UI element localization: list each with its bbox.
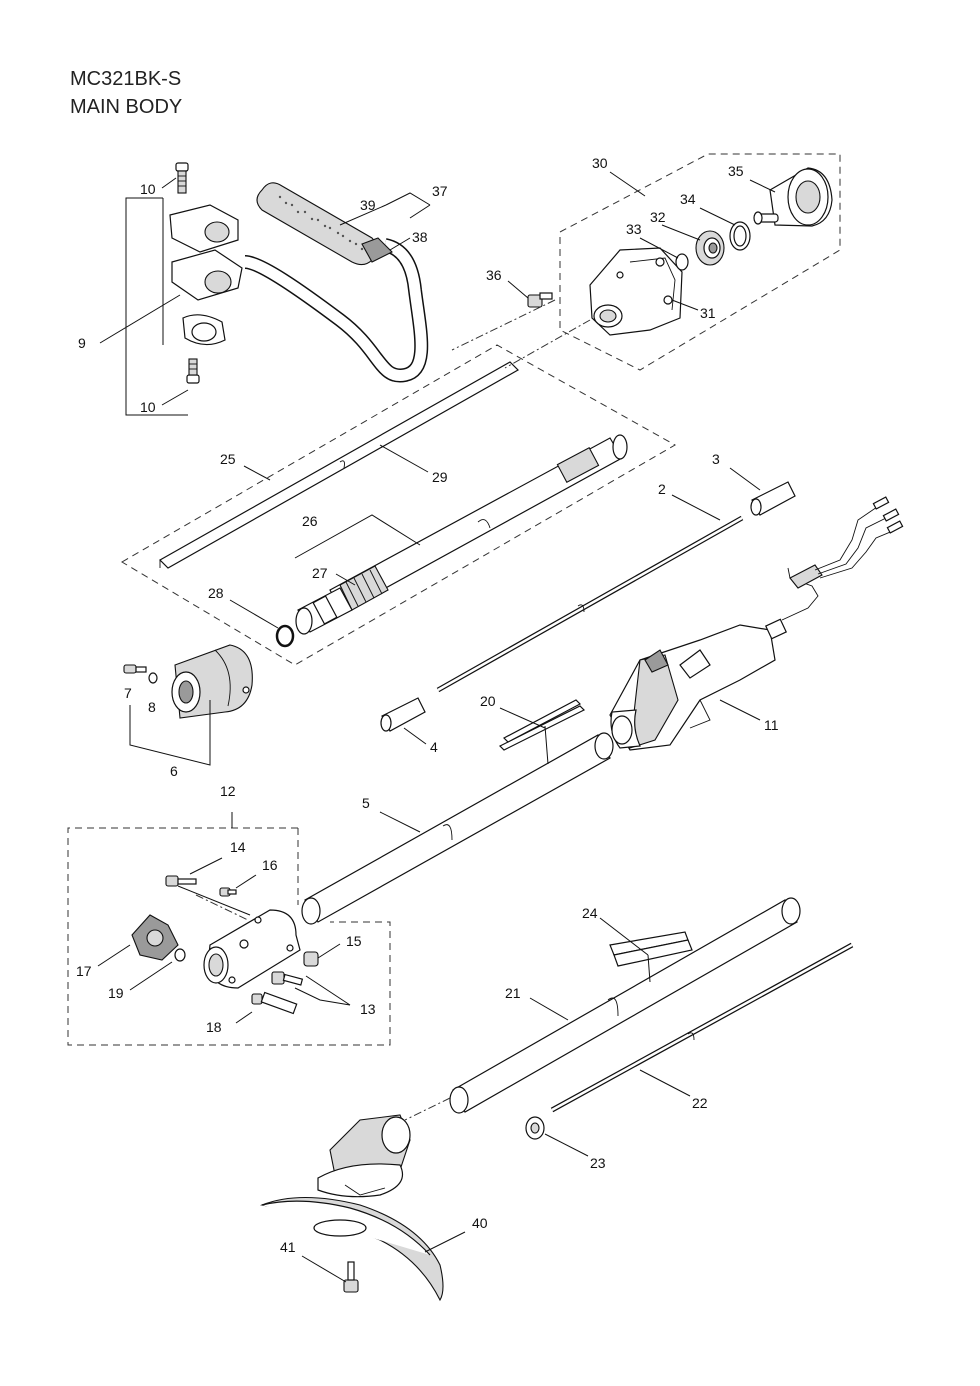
callout-22: 22: [692, 1095, 708, 1111]
callout-7: 7: [124, 685, 132, 701]
callout-29: 29: [432, 469, 448, 485]
callout-31: 31: [700, 305, 716, 321]
callout-14: 14: [230, 839, 246, 855]
callout-21: 21: [505, 985, 521, 1001]
bushing-23: [525, 1116, 545, 1140]
callout-28: 28: [208, 585, 224, 601]
model-title: MC321BK-S: [70, 68, 182, 90]
gear-head: [317, 1114, 411, 1198]
bolt-14: [165, 875, 197, 887]
knob-17: [131, 914, 179, 961]
callout-36: 36: [486, 267, 502, 283]
coupling-3: [750, 481, 796, 516]
bolt-18: [251, 991, 298, 1015]
callout-23: 23: [590, 1155, 606, 1171]
callout-6: 6: [170, 763, 178, 779]
callout-26: 26: [302, 513, 318, 529]
flexible-shaft-26: [295, 434, 628, 635]
bolt-10-bottom: [186, 358, 200, 384]
bolt-41: [343, 1261, 359, 1293]
callout-16: 16: [262, 857, 278, 873]
bracket-6: [129, 700, 211, 766]
section-title: MAIN BODY: [70, 96, 183, 118]
callout-35: 35: [728, 163, 744, 179]
bolt-7: [123, 664, 147, 674]
bolt-36: [527, 292, 553, 308]
snap-ring-34: [729, 221, 751, 251]
callout-40: 40: [472, 1215, 488, 1231]
callout-27: 27: [312, 565, 328, 581]
callout-2: 2: [658, 481, 666, 497]
bolt-16: [219, 887, 237, 897]
loop-handle-37: [244, 182, 429, 383]
callout-5: 5: [362, 795, 370, 811]
pipe-21: [449, 897, 801, 1114]
bearing-32: [695, 230, 725, 266]
callout-32: 32: [650, 209, 666, 225]
blade-40: [259, 1197, 444, 1302]
callout-17: 17: [76, 963, 92, 979]
callout-18: 18: [206, 1019, 222, 1035]
callout-3: 3: [712, 451, 720, 467]
washer-19: [174, 948, 186, 962]
shaft-22: [550, 942, 854, 1113]
callout-25: 25: [220, 451, 236, 467]
pipe-5: [301, 732, 614, 925]
callout-15: 15: [346, 933, 362, 949]
bolt-10-top: [175, 162, 189, 194]
drive-shaft-2: [436, 515, 744, 693]
washer-8: [148, 672, 158, 684]
o-ring-28: [275, 624, 295, 648]
clamp-assembly-group-outline: [67, 827, 391, 1046]
alignment-lines: [195, 299, 591, 1121]
clamp-body-12: [203, 909, 301, 989]
leader-lines: [97, 171, 776, 1283]
callout-30: 30: [592, 155, 608, 171]
nut-15: [303, 951, 319, 967]
throttle-handle-11: [609, 496, 904, 751]
callout-19: 19: [108, 985, 124, 1001]
callout-37: 37: [432, 183, 448, 199]
clutch-case-31: [589, 247, 683, 336]
callout-41: 41: [280, 1239, 296, 1255]
callout-labels: 10 9 10 39 37 38 30 35 34 32 33 36 31 25…: [76, 155, 779, 1255]
callout-4: 4: [430, 739, 438, 755]
callout-34: 34: [680, 191, 696, 207]
callout-39: 39: [360, 197, 376, 213]
shaft-assembly-group-outline: [121, 344, 677, 666]
bracket-9-10: [125, 197, 188, 416]
drive-shaft-29: [159, 361, 519, 569]
snap-ring-33: [675, 253, 689, 271]
callout-33: 33: [626, 221, 642, 237]
callout-12: 12: [220, 783, 236, 799]
coupling-4: [380, 697, 426, 732]
label-24: [609, 931, 693, 967]
callout-8: 8: [148, 699, 156, 715]
callout-9: 9: [78, 335, 86, 351]
callout-20: 20: [480, 693, 496, 709]
housing-6: [171, 644, 253, 719]
callout-13: 13: [360, 1001, 376, 1017]
callout-10-bottom: 10: [140, 399, 156, 415]
callout-10-top: 10: [140, 181, 156, 197]
clutch-drum-35: [753, 167, 833, 227]
label-20: [498, 699, 586, 751]
callout-38: 38: [412, 229, 428, 245]
handle-clamp-9: [169, 204, 243, 346]
bolt-13: [271, 971, 304, 986]
callout-24: 24: [582, 905, 598, 921]
callout-11: 11: [764, 717, 779, 733]
